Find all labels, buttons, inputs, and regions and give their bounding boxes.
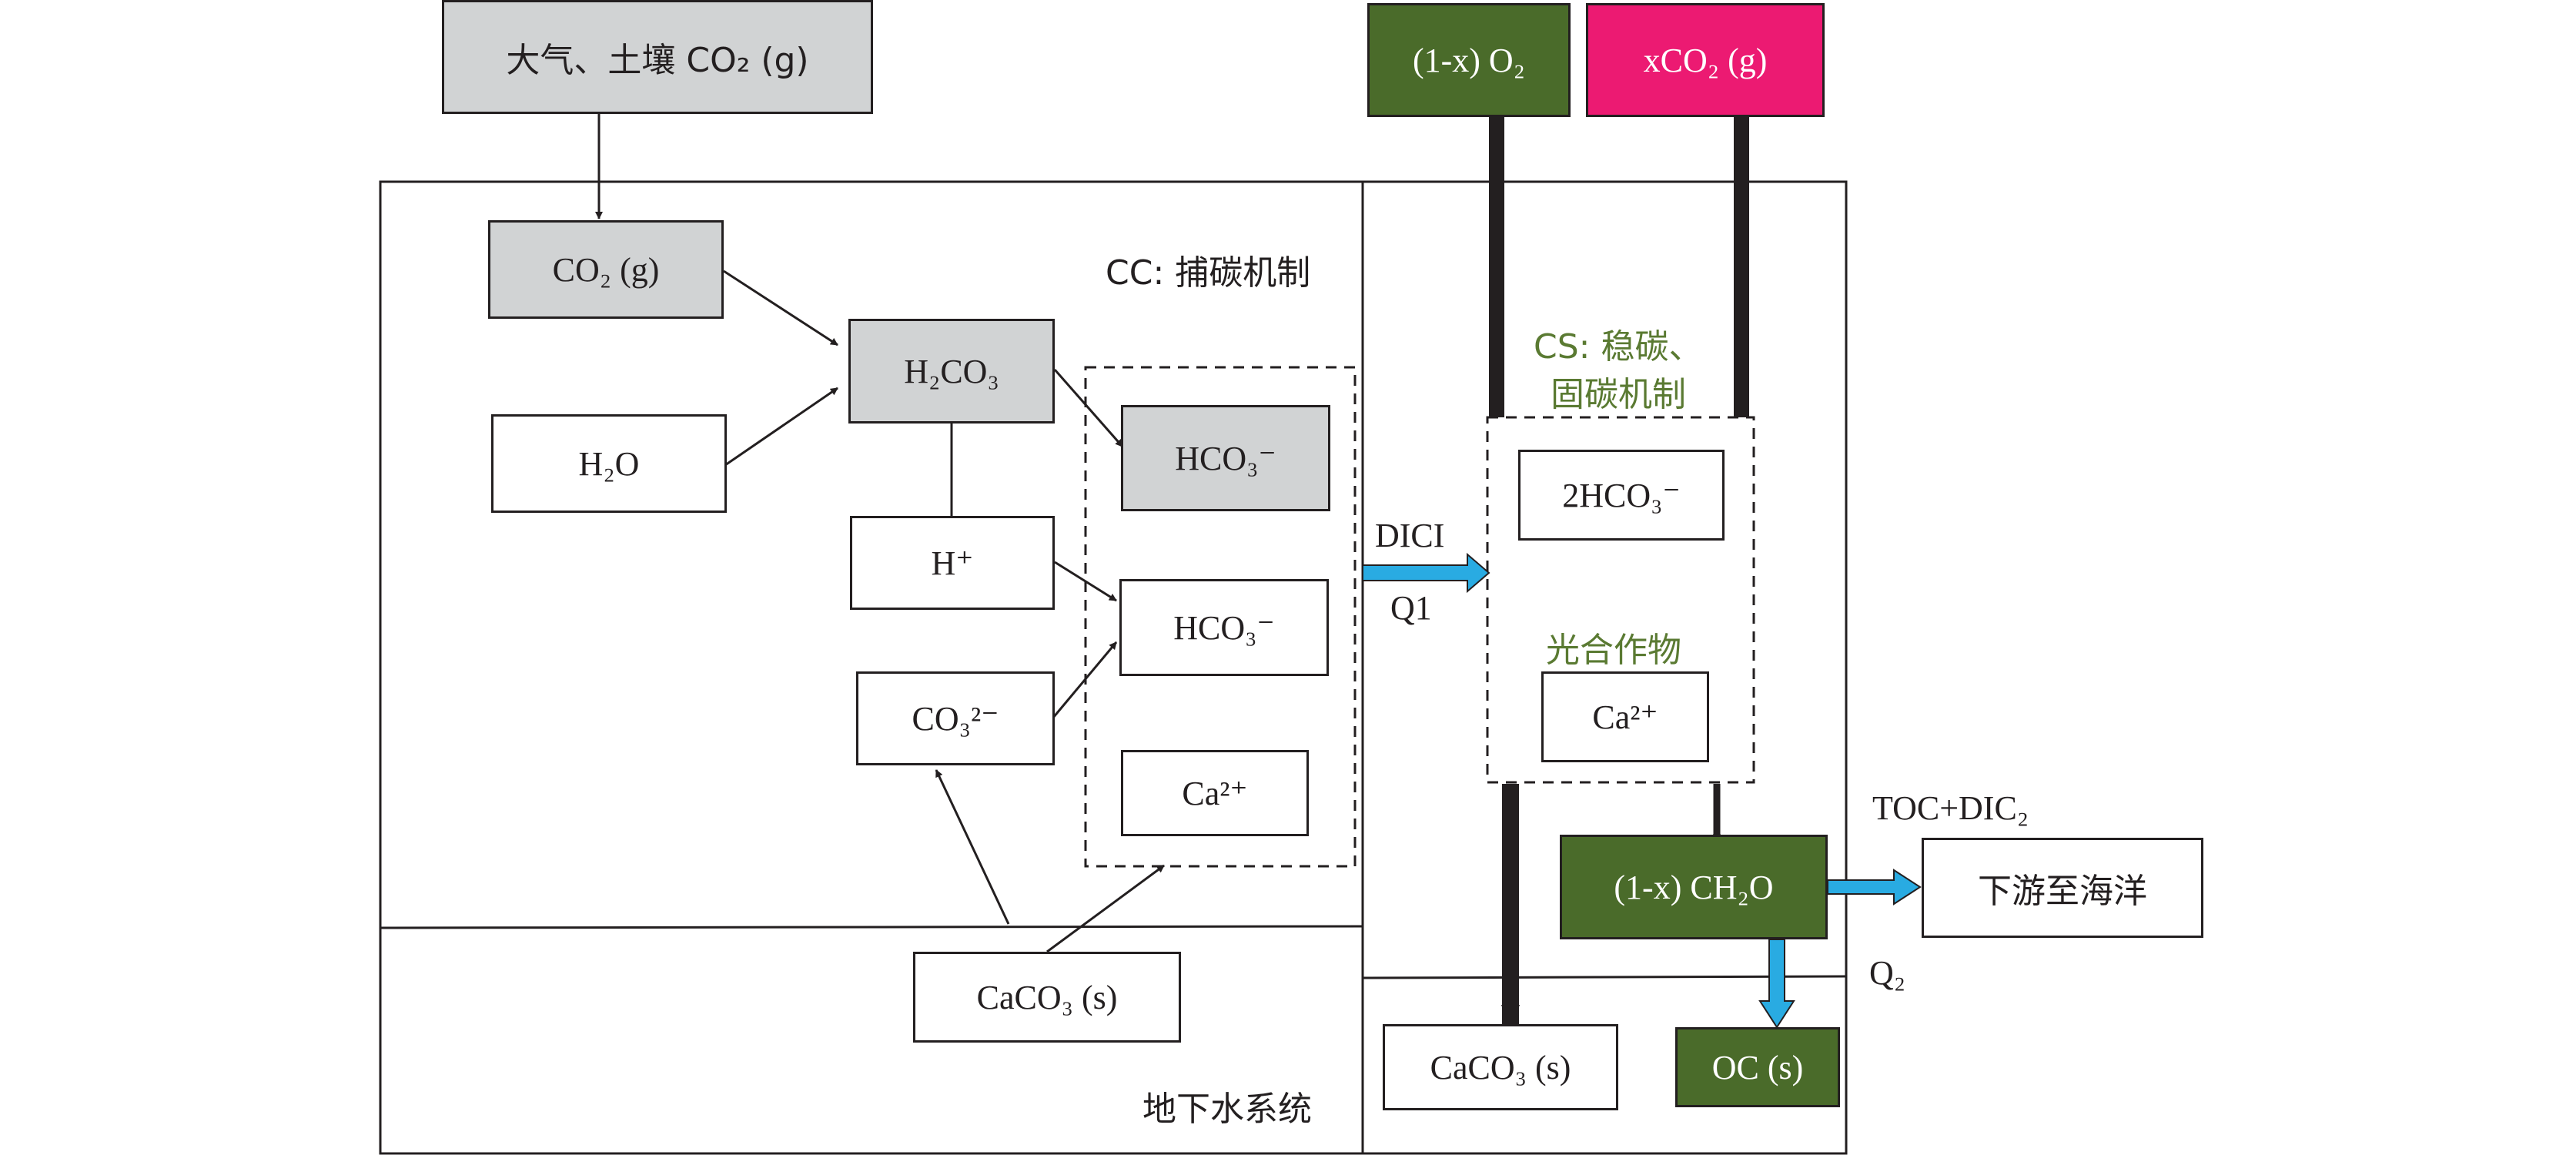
- arrow-dici: [1362, 552, 1490, 594]
- water-box: H₂O: [491, 414, 727, 513]
- downstream-ocean-box: 下游至海洋: [1922, 838, 2203, 938]
- groundwater-system-label: 地下水系统: [1142, 1090, 1312, 1129]
- dashed-group-left: [1084, 366, 1357, 868]
- calcium-carbonate-right-box: CaCO₃ (s): [1383, 1024, 1618, 1110]
- dashed-group-right: [1486, 416, 1755, 784]
- dici-label: DICI: [1375, 517, 1445, 554]
- organic-carbon-box: OC (s): [1675, 1027, 1840, 1107]
- right-divider: [1362, 975, 1847, 979]
- bicarbonate-top-box: HCO₃⁻: [1121, 405, 1330, 511]
- organic-matter-box: (1-x) CH₂O: [1560, 835, 1828, 939]
- q2-label: Q₂: [1869, 954, 1906, 992]
- left-divider: [380, 925, 1363, 929]
- arrow-h2o-to-h2co3: [724, 387, 838, 467]
- arrow-caco3-to-ca: [1046, 864, 1165, 953]
- cs-frame: [1361, 180, 1848, 1155]
- q1-label: Q1: [1390, 589, 1432, 627]
- arrow-caco3-to-co3: [935, 769, 1010, 925]
- co2-gas-box: CO₂ (g): [488, 220, 724, 319]
- atmosphere-co2-box: 大气、土壤 CO₂ (g): [442, 0, 873, 114]
- calcium-carbonate-left-box: CaCO₃ (s): [913, 952, 1181, 1043]
- carbon-stabilization-label-line2: 固碳机制: [1551, 375, 1686, 414]
- toc-dic-label: TOC+DIC₂: [1872, 789, 2029, 827]
- bicarbonate-2-box: 2HCO₃⁻: [1518, 450, 1725, 541]
- xco2-box: xCO₂ (g): [1586, 3, 1825, 117]
- calcium-ion-right-box: Ca²⁺: [1541, 671, 1709, 762]
- photosynthesis-label: 光合作物: [1546, 631, 1681, 670]
- oxygen-box: (1-x) O₂: [1367, 3, 1571, 117]
- carbon-capture-label: CC: 捕碳机制: [1106, 253, 1311, 293]
- arrow-hplus-to-hco3: [1054, 561, 1117, 602]
- arrow-co3-to-hco3: [1052, 641, 1118, 718]
- carbonate-ion-box: CO₃²⁻: [856, 671, 1055, 765]
- arrow-co2-to-h2co3: [723, 270, 838, 346]
- calcium-ion-left-box: Ca²⁺: [1121, 750, 1309, 836]
- arrow-oc: [1758, 939, 1795, 1029]
- hydrogen-ion-box: H⁺: [850, 516, 1055, 610]
- carbon-stabilization-label-line1: CS: 稳碳、: [1534, 327, 1703, 367]
- carbonic-acid-box: H₂CO₃: [848, 319, 1055, 424]
- bicarbonate-mid-box: HCO₃⁻: [1119, 579, 1329, 676]
- arrow-downstream: [1827, 869, 1922, 906]
- arrow-h2co3-to-hco3: [1053, 369, 1124, 447]
